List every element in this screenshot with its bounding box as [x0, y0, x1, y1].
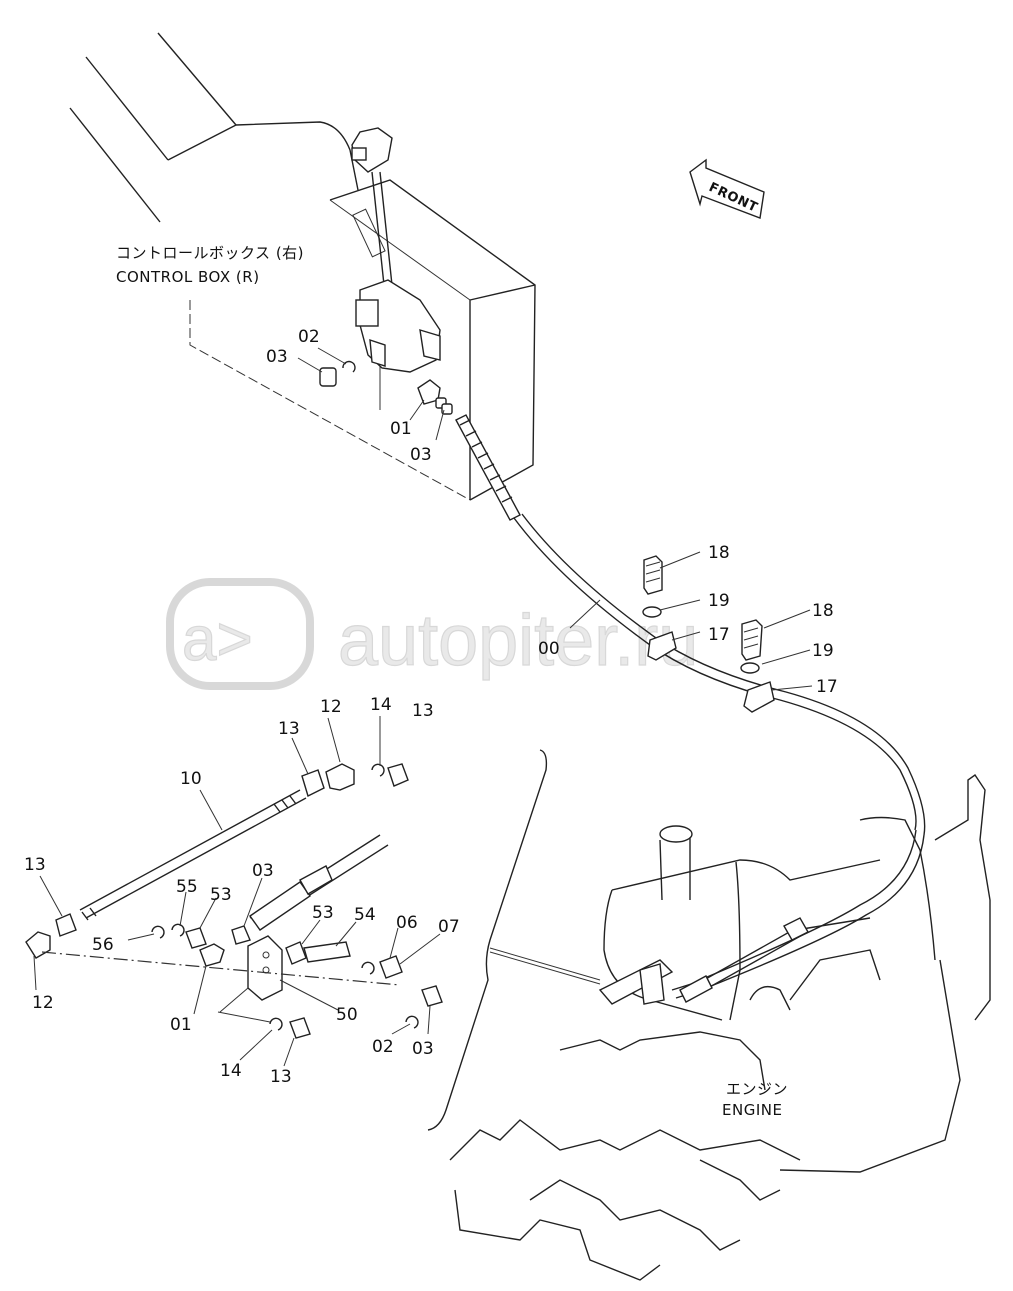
clamp-set-b — [740, 619, 775, 713]
lower-left-assembly — [25, 763, 443, 1039]
callout-13-bottom: 13 — [270, 1067, 292, 1087]
leader-lines — [33, 347, 813, 1067]
callout-55: 55 — [176, 877, 198, 897]
clamp-set-a — [642, 555, 677, 661]
callout-56: 56 — [92, 935, 114, 955]
callout-18-a: 18 — [708, 543, 730, 563]
callout-03-mid: 03 — [410, 445, 432, 465]
callout-17-a: 17 — [708, 625, 730, 645]
callout-14-bottom: 14 — [220, 1061, 242, 1081]
engine — [449, 774, 991, 1281]
callout-12-bottom: 12 — [32, 993, 54, 1013]
detail-bracket — [427, 749, 601, 1131]
callout-02-top: 02 — [298, 327, 320, 347]
callout-53-b: 53 — [312, 903, 334, 923]
callout-03-low: 03 — [252, 861, 274, 881]
engine-caption-ja: エンジン — [726, 1080, 788, 1098]
watermark-text: autopiter.ru — [338, 601, 698, 681]
front-arrow: FRONT — [689, 158, 765, 219]
control-box-caption-ja: コントロールボックス (右) — [116, 244, 304, 262]
main-cable — [455, 414, 926, 989]
callout-19-b: 19 — [812, 641, 834, 661]
callout-06: 06 — [396, 913, 418, 933]
watermark: a> autopiter.ru — [166, 578, 699, 690]
watermark-logo: a> — [182, 605, 253, 674]
engine-caption-en: ENGINE — [722, 1101, 782, 1119]
callout-13-left: 13 — [24, 855, 46, 875]
control-box-caption-en: CONTROL BOX (R) — [116, 268, 260, 286]
callout-13-topright: 13 — [412, 701, 434, 721]
callout-13-topleft: 13 — [278, 719, 300, 739]
callout-02-bottom: 02 — [372, 1037, 394, 1057]
callout-17-b: 17 — [816, 677, 838, 697]
callout-50: 50 — [336, 1005, 358, 1025]
callout-03-top: 03 — [266, 347, 288, 367]
upper-small-parts — [319, 360, 453, 415]
callout-01-bottom: 01 — [170, 1015, 192, 1035]
callout-12-top: 12 — [320, 697, 342, 717]
callout-00: 00 — [538, 639, 560, 659]
control-lever — [351, 127, 441, 373]
cab-outline — [69, 32, 359, 223]
callout-07: 07 — [438, 917, 460, 937]
callout-19-a: 19 — [708, 591, 730, 611]
callout-18-b: 18 — [812, 601, 834, 621]
callout-10: 10 — [180, 769, 202, 789]
callout-53-a: 53 — [210, 885, 232, 905]
callout-54: 54 — [354, 905, 376, 925]
callout-01-top: 01 — [390, 419, 412, 439]
callout-03-bottom: 03 — [412, 1039, 434, 1059]
callout-14-top: 14 — [370, 695, 392, 715]
